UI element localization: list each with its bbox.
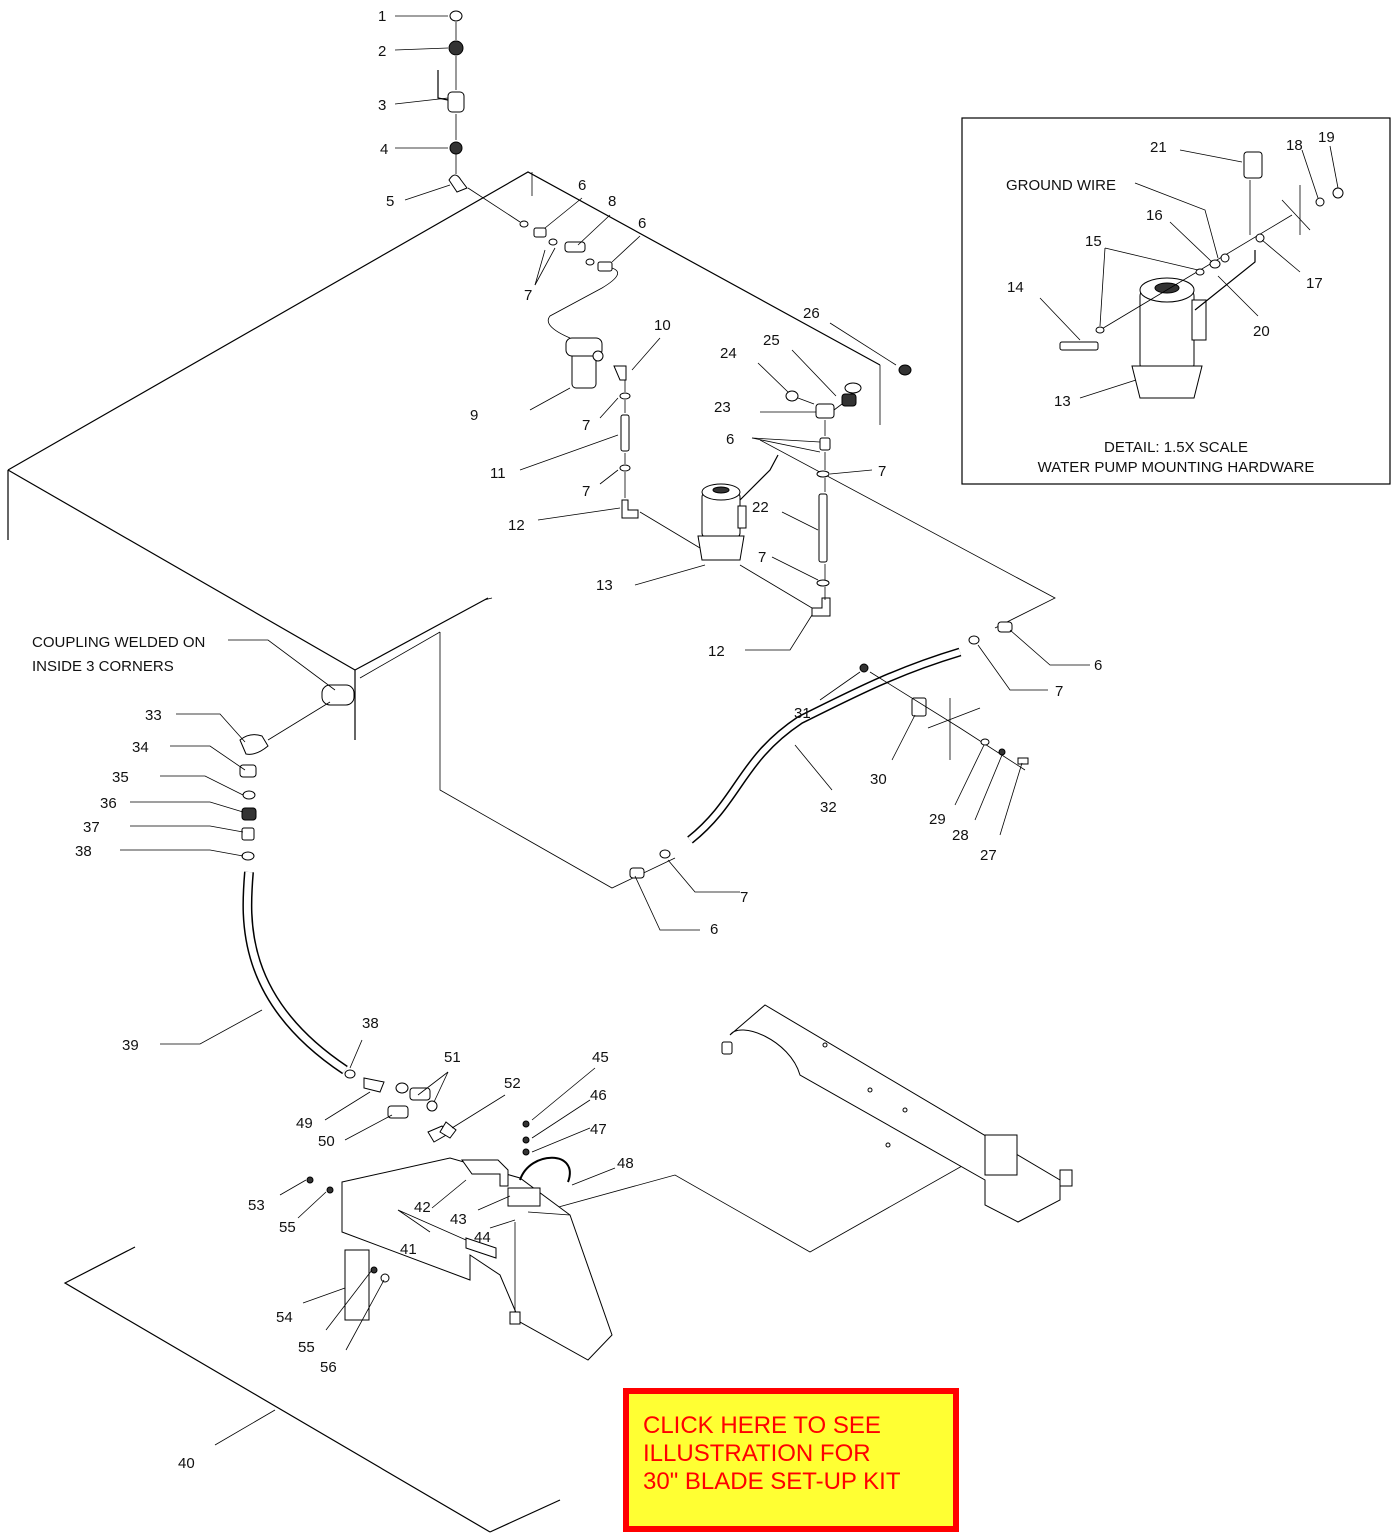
callout: 48	[617, 1155, 634, 1172]
callout: 18	[1286, 137, 1303, 154]
callout: 6	[726, 431, 734, 448]
callout: 11	[490, 465, 506, 482]
callout: 4	[380, 141, 388, 158]
callout: 46	[590, 1087, 607, 1104]
callout: 7	[878, 463, 886, 480]
pipe-vertical-left	[619, 380, 639, 519]
base-plate	[63, 1246, 561, 1533]
callout: 7	[524, 287, 532, 304]
callout: 56	[320, 1359, 337, 1376]
cta-line-3: 30" BLADE SET-UP KIT	[643, 1468, 901, 1495]
callout: 7	[1055, 683, 1063, 700]
callout: 13	[1054, 393, 1071, 410]
callout: 50	[318, 1133, 335, 1150]
callout: 37	[83, 819, 100, 836]
callout: 7	[582, 483, 590, 500]
callout: 15	[1085, 233, 1102, 250]
callout: 45	[592, 1049, 609, 1066]
callout: 6	[710, 921, 718, 938]
callout: 39	[122, 1037, 139, 1054]
callout: 9	[470, 407, 478, 424]
callout: 41	[400, 1241, 417, 1258]
callout: 28	[952, 827, 969, 844]
callout: 55	[279, 1219, 296, 1236]
callout: 55	[298, 1339, 315, 1356]
callout: 24	[720, 345, 737, 362]
callout: 51	[444, 1049, 461, 1066]
callout: 12	[708, 643, 725, 660]
leader-lines	[120, 15, 1339, 1446]
callout: 20	[1253, 323, 1270, 340]
tee-assembly	[785, 364, 912, 617]
callout: 7	[758, 549, 766, 566]
callout: 17	[1306, 275, 1323, 292]
callout: 19	[1318, 129, 1335, 146]
callout: 2	[378, 43, 386, 60]
callout: 31	[794, 705, 811, 722]
detail-title: DETAIL: 1.5X SCALE	[1104, 439, 1248, 456]
callout: 33	[145, 707, 162, 724]
callout: 52	[504, 1075, 521, 1092]
callout: 27	[980, 847, 997, 864]
annotations: COUPLING WELDED ON INSIDE 3 CORNERS GROU…	[32, 177, 1314, 675]
callout: 3	[378, 97, 386, 114]
fittings-stack	[437, 10, 521, 223]
callout: 22	[752, 499, 769, 516]
callout: 26	[803, 305, 820, 322]
callout: 12	[508, 517, 525, 534]
water-pump	[639, 454, 813, 609]
ground-wire-label: GROUND WIRE	[1006, 177, 1116, 194]
coupling-note-line1: COUPLING WELDED ON	[32, 634, 205, 651]
callout: 47	[590, 1121, 607, 1138]
callout: 7	[740, 889, 748, 906]
callout: 10	[654, 317, 671, 334]
callout: 6	[1094, 657, 1102, 674]
blade-guard	[306, 1120, 613, 1361]
fittings-lower	[363, 1077, 457, 1143]
callout: 16	[1146, 207, 1163, 224]
callout: 43	[450, 1211, 467, 1228]
callout: 36	[100, 795, 117, 812]
callout: 7	[582, 417, 590, 434]
callout: 30	[870, 771, 887, 788]
callout: 6	[578, 177, 586, 194]
callout: 23	[714, 399, 731, 416]
coupling-assembly	[239, 631, 441, 1079]
frame-outline	[7, 171, 1056, 1253]
callout: 49	[296, 1115, 313, 1132]
callout: 44	[474, 1229, 491, 1246]
detail-subtitle: WATER PUMP MOUNTING HARDWARE	[1038, 459, 1315, 476]
callout: 54	[276, 1309, 293, 1326]
callout: 34	[132, 739, 149, 756]
cta-line-2: ILLUSTRATION FOR	[643, 1440, 871, 1467]
callout-numbers: 1 2 3 4 5 6 6 8 6 7 10 9 7 11 7 12 13 12…	[75, 8, 1335, 1472]
strainer-filter	[565, 337, 627, 389]
callout: 8	[608, 193, 616, 210]
callout: 1	[378, 8, 386, 25]
callout: 14	[1007, 279, 1024, 296]
callout: 42	[414, 1199, 431, 1216]
bracket-30	[859, 663, 1029, 771]
callout: 35	[112, 769, 129, 786]
callout: 32	[820, 799, 837, 816]
cta-line-1: CLICK HERE TO SEE	[643, 1412, 881, 1439]
callout: 40	[178, 1455, 195, 1472]
callout: 38	[75, 843, 92, 860]
blade-setup-kit-link[interactable]: CLICK HERE TO SEE ILLUSTRATION FOR 30" B…	[623, 1388, 959, 1532]
hose-assembly-upper	[519, 220, 619, 339]
callout: 38	[362, 1015, 379, 1032]
coupling-note-line2: INSIDE 3 CORNERS	[32, 658, 174, 675]
hose-32	[629, 621, 1013, 879]
callout: 5	[386, 193, 394, 210]
callout: 13	[596, 577, 613, 594]
callout: 6	[638, 215, 646, 232]
callout: 53	[248, 1197, 265, 1214]
callout: 29	[929, 811, 946, 828]
frame-rail	[721, 1004, 1073, 1223]
detail-box	[961, 117, 1391, 485]
callout: 25	[763, 332, 780, 349]
detail-pump	[1059, 151, 1344, 399]
callout: 21	[1150, 139, 1167, 156]
